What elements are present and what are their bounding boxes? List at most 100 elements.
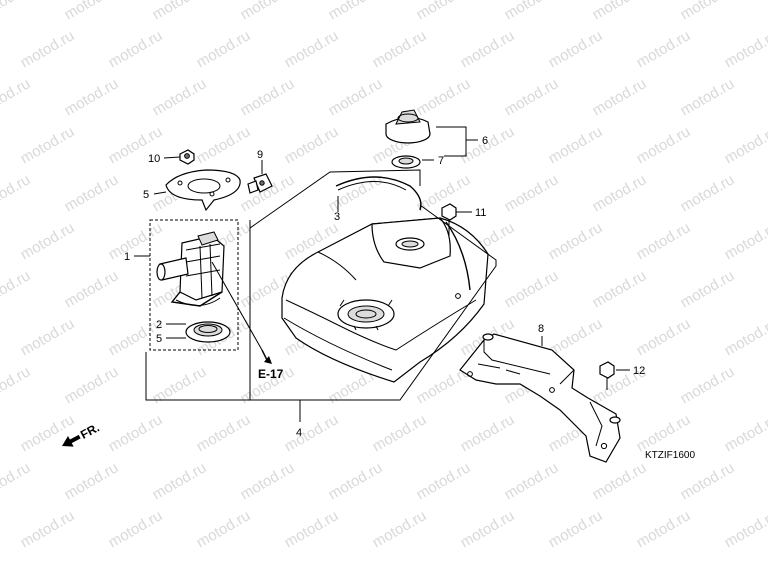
watermark-text: motod.ru — [678, 267, 738, 311]
callout-7: 7 — [438, 155, 444, 167]
diagram-code: KTZIF1600 — [645, 450, 695, 461]
watermark-text: motod.ru — [502, 267, 562, 311]
clip-part-9 — [247, 173, 273, 194]
fuel-filler-cap — [385, 109, 431, 144]
pump-seal-ring — [185, 321, 231, 343]
watermark-text: motod.ru — [18, 27, 78, 71]
callout-1: 1 — [124, 251, 130, 263]
nut-part-10 — [179, 149, 195, 165]
watermark-text: motod.ru — [18, 507, 78, 551]
watermark-text: motod.ru — [502, 171, 562, 215]
watermark-text: motod.ru — [0, 363, 33, 407]
watermark-text: motod.ru — [62, 0, 122, 23]
watermark-text: motod.ru — [678, 75, 738, 119]
watermark-text: motod.ru — [414, 459, 474, 503]
watermark-text: motod.ru — [326, 459, 386, 503]
watermark-text: motod.ru — [18, 219, 78, 263]
callout-2: 2 — [156, 319, 162, 331]
front-direction-label: FR. — [78, 420, 102, 441]
watermark-text: motod.ru — [326, 75, 386, 119]
bolt-part-11 — [441, 203, 457, 236]
watermark-text: motod.ru — [150, 75, 210, 119]
fuel-pump-assembly — [149, 219, 239, 351]
watermark-text: motod.ru — [282, 27, 342, 71]
watermark-text: motod.ru — [678, 459, 738, 503]
watermark-text: motod.ru — [414, 75, 474, 119]
watermark-text: motod.ru — [634, 123, 694, 167]
watermark-text: motod.ru — [370, 411, 430, 455]
watermark-text: motod.ru — [634, 219, 694, 263]
watermark-text: motod.ru — [634, 27, 694, 71]
watermark-text: motod.ru — [0, 267, 33, 311]
watermark-text: motod.ru — [546, 123, 606, 167]
watermark-text: motod.ru — [194, 411, 254, 455]
watermark-text: motod.ru — [546, 219, 606, 263]
watermark-text: motod.ru — [678, 363, 738, 407]
watermark-text: motod.ru — [0, 75, 33, 119]
watermark-text: motod.ru — [722, 411, 768, 455]
callout-12: 12 — [633, 365, 645, 377]
bolt-part-12 — [599, 361, 615, 390]
watermark-text: motod.ru — [194, 123, 254, 167]
watermark-text: motod.ru — [326, 0, 386, 23]
watermark-text: motod.ru — [546, 507, 606, 551]
watermark-text: motod.ru — [458, 27, 518, 71]
watermark-text: motod.ru — [150, 0, 210, 23]
watermark-text: motod.ru — [62, 267, 122, 311]
pump-group-box — [149, 219, 239, 351]
watermark-text: motod.ru — [194, 507, 254, 551]
watermark-text: motod.ru — [634, 507, 694, 551]
watermark-text: motod.ru — [238, 0, 298, 23]
filler-cap-packing — [391, 155, 421, 169]
callout-5-ring: 5 — [156, 333, 162, 345]
watermark-text: motod.ru — [678, 0, 738, 23]
watermark-text: motod.ru — [590, 171, 650, 215]
watermark-text: motod.ru — [722, 123, 768, 167]
watermark-text: motod.ru — [282, 411, 342, 455]
watermark-text: motod.ru — [502, 75, 562, 119]
pump-setting-plate — [165, 169, 241, 212]
watermark-text: motod.ru — [62, 363, 122, 407]
watermark-text: motod.ru — [0, 0, 33, 23]
watermark-text: motod.ru — [370, 507, 430, 551]
watermark-text: motod.ru — [18, 123, 78, 167]
leader-lines — [134, 126, 630, 422]
watermark-text: motod.ru — [634, 315, 694, 359]
callout-4: 4 — [296, 427, 302, 439]
watermark-text: motod.ru — [590, 0, 650, 23]
watermark-text: motod.ru — [18, 411, 78, 455]
watermark-text: motod.ru — [502, 459, 562, 503]
callout-11: 11 — [475, 207, 486, 219]
callout-10: 10 — [148, 153, 160, 165]
watermark-text: motod.ru — [0, 459, 33, 503]
watermark-text: motod.ru — [590, 75, 650, 119]
watermark-text: motod.ru — [282, 123, 342, 167]
watermark-text: motod.ru — [106, 507, 166, 551]
callout-9: 9 — [257, 149, 263, 161]
watermark-text: motod.ru — [282, 507, 342, 551]
watermark-text: motod.ru — [722, 315, 768, 359]
watermark-text: motod.ru — [326, 171, 386, 215]
watermark-text: motod.ru — [62, 459, 122, 503]
callout-labels: 1 2 3 4 5 5 6 7 8 9 10 11 12 — [124, 135, 645, 439]
fuel-tank — [281, 217, 489, 383]
watermark-text: motod.ru — [238, 459, 298, 503]
watermark-text: motod.ru — [106, 219, 166, 263]
watermark-text: motod.ru — [62, 75, 122, 119]
watermark-text: motod.ru — [722, 27, 768, 71]
watermark-text: motod.ru — [370, 27, 430, 71]
watermark-text: motod.ru — [18, 315, 78, 359]
watermark-text: motod.ru — [106, 27, 166, 71]
watermark-text: motod.ru — [722, 219, 768, 263]
watermark-text: motod.ru — [590, 459, 650, 503]
callout-3: 3 — [334, 211, 340, 223]
callout-8: 8 — [538, 323, 544, 335]
watermark-text: motod.ru — [62, 171, 122, 215]
callout-5-plate: 5 — [143, 189, 149, 201]
watermark-text: motod.ru — [502, 0, 562, 23]
watermark-text: motod.ru — [150, 363, 210, 407]
front-arrow-icon — [62, 434, 81, 447]
watermark-text: motod.ru — [678, 171, 738, 215]
